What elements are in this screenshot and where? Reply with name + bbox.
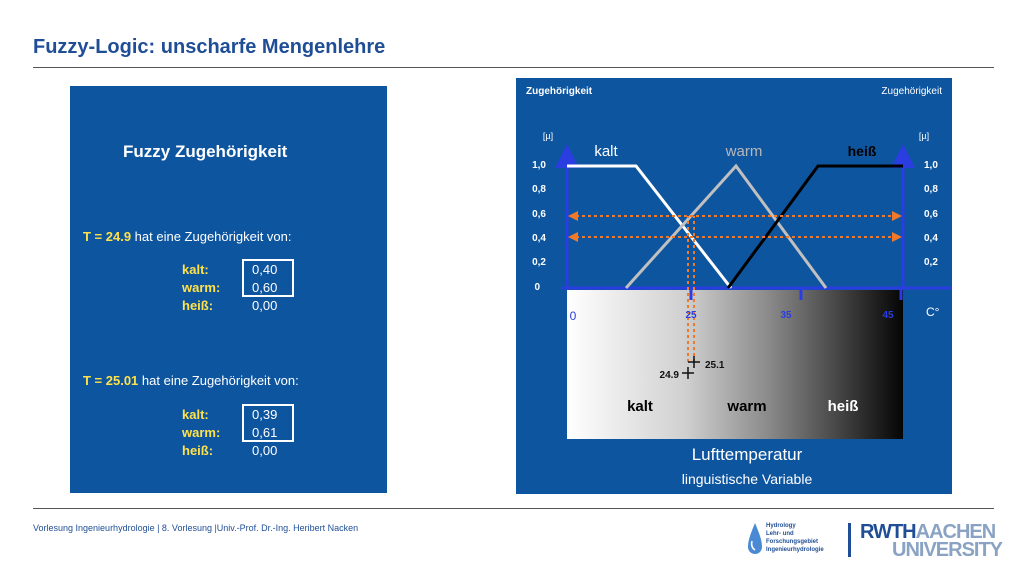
fuzzy-membership-panel: Fuzzy Zugehörigkeit T = 24.9 hat eine Zu… <box>70 86 387 493</box>
unit-right: [µ] <box>919 131 929 141</box>
block1-value-kalt: 0,40 <box>252 262 278 277</box>
temperature-gradient <box>567 290 903 439</box>
y-tick-right: 0,2 <box>924 257 938 268</box>
university-text: UNIVERSITY <box>892 539 1003 561</box>
block1-text: hat eine Zugehörigkeit von: <box>131 229 292 244</box>
block2-statement: T = 25.01 hat eine Zugehörigkeit von: <box>83 373 299 388</box>
variable-subtitle: linguistische Variable <box>682 471 813 487</box>
unit-left: [µ] <box>543 131 553 141</box>
hydro-line: Ingenieurhydrologie <box>766 547 824 553</box>
y-tick-right: 0,6 <box>924 209 938 220</box>
y-zero-label: 0 <box>534 282 540 293</box>
y-tick-right: 0,8 <box>924 184 938 195</box>
block1-temperature: T = 24.9 <box>83 229 132 244</box>
gradient-label-kalt: kalt <box>627 398 653 415</box>
membership-kalt-line <box>567 164 733 289</box>
block2-label-kalt: kalt: <box>182 407 209 422</box>
page-title: Fuzzy-Logic: unscharfe Mengenlehre <box>33 36 386 58</box>
x-tick-label: 45 <box>882 310 894 321</box>
y-title-right: Zugehörigkeit <box>881 86 942 97</box>
arrow-left-0-6 <box>568 211 578 221</box>
block2-temperature: T = 25.01 <box>83 373 139 388</box>
block2-label-heiss: heiß: <box>182 443 214 458</box>
hydro-line: Hydrology <box>766 523 796 529</box>
block2-value-warm: 0,61 <box>252 425 278 440</box>
y-title-left: Zugehörigkeit <box>526 86 593 97</box>
rwth-logo-line1: RWTHAACHEN <box>860 521 997 544</box>
hydro-line: Forschungsgebiet <box>766 539 819 545</box>
y-tick-left: 0,2 <box>532 257 546 268</box>
rwth-logo: RWTHAACHEN UNIVERSITY <box>848 521 1003 561</box>
marker-25-1 <box>688 356 700 368</box>
y-tick-left: 1,0 <box>532 160 546 171</box>
x-tick-label: 0 <box>570 309 577 323</box>
footer-divider <box>33 508 994 509</box>
membership-warm-line <box>624 163 828 290</box>
block1-value-warm: 0,60 <box>252 280 278 295</box>
fuzzy-diagram-panel: Zugehörigkeit Zugehörigkeit [µ] [µ] 1,0 … <box>516 78 962 494</box>
block2-value-heiss: 0,00 <box>252 443 278 458</box>
y-tick-left: 0,6 <box>532 209 546 220</box>
set-label-kalt: kalt <box>594 143 618 160</box>
water-drop-icon <box>748 523 762 554</box>
block2-label-warm: warm: <box>182 425 221 440</box>
footer-text: Vorlesung Ingenieurhydrologie | 8. Vorle… <box>33 523 359 533</box>
arrow-left-0-4 <box>568 232 578 242</box>
block1-highlight-box <box>242 259 294 297</box>
x-tick-label: 25 <box>685 310 697 321</box>
arrow-right-0-4 <box>892 232 902 242</box>
aachen-text: AACHEN <box>915 521 997 543</box>
variable-title: Lufttemperatur <box>692 445 803 464</box>
y-tick-left: 0,4 <box>532 233 546 244</box>
hydrology-logo-text: Hydrology Lehr- und Forschungsgebiet Ing… <box>766 522 836 554</box>
gradient-label-warm: warm <box>726 398 766 415</box>
rwth-logo-bar <box>848 523 851 557</box>
block1-statement: T = 24.9 hat eine Zugehörigkeit von: <box>83 229 292 244</box>
membership-diagram: Zugehörigkeit Zugehörigkeit [µ] [µ] 1,0 … <box>526 86 962 487</box>
block1-value-heiss: 0,00 <box>252 298 278 313</box>
panel-heading: Fuzzy Zugehörigkeit <box>123 142 288 161</box>
x-tick-label: 35 <box>780 310 792 321</box>
marker-label-24-9: 24.9 <box>660 370 680 381</box>
block1-label-warm: warm: <box>182 280 221 295</box>
block2-value-kalt: 0,39 <box>252 407 278 422</box>
y-tick-right: 1,0 <box>924 160 938 171</box>
block1-label-kalt: kalt: <box>182 262 209 277</box>
x-unit-label: C° <box>926 305 940 319</box>
marker-24-9 <box>682 367 694 379</box>
header-divider <box>33 67 994 68</box>
block1-label-heiss: heiß: <box>182 298 214 313</box>
set-label-heiss: heiß <box>848 143 877 159</box>
hydro-line: Lehr- und <box>766 531 794 537</box>
rwth-text: RWTH <box>860 521 917 543</box>
membership-heiss-line <box>726 164 903 289</box>
set-label-warm: warm <box>725 143 763 160</box>
block2-text: hat eine Zugehörigkeit von: <box>138 373 299 388</box>
arrow-right-0-6 <box>892 211 902 221</box>
marker-label-25-1: 25.1 <box>705 360 725 371</box>
block2-highlight-box <box>242 404 294 442</box>
y-tick-right: 0,4 <box>924 233 938 244</box>
gradient-label-heiss: heiß <box>828 398 859 415</box>
y-tick-left: 0,8 <box>532 184 546 195</box>
